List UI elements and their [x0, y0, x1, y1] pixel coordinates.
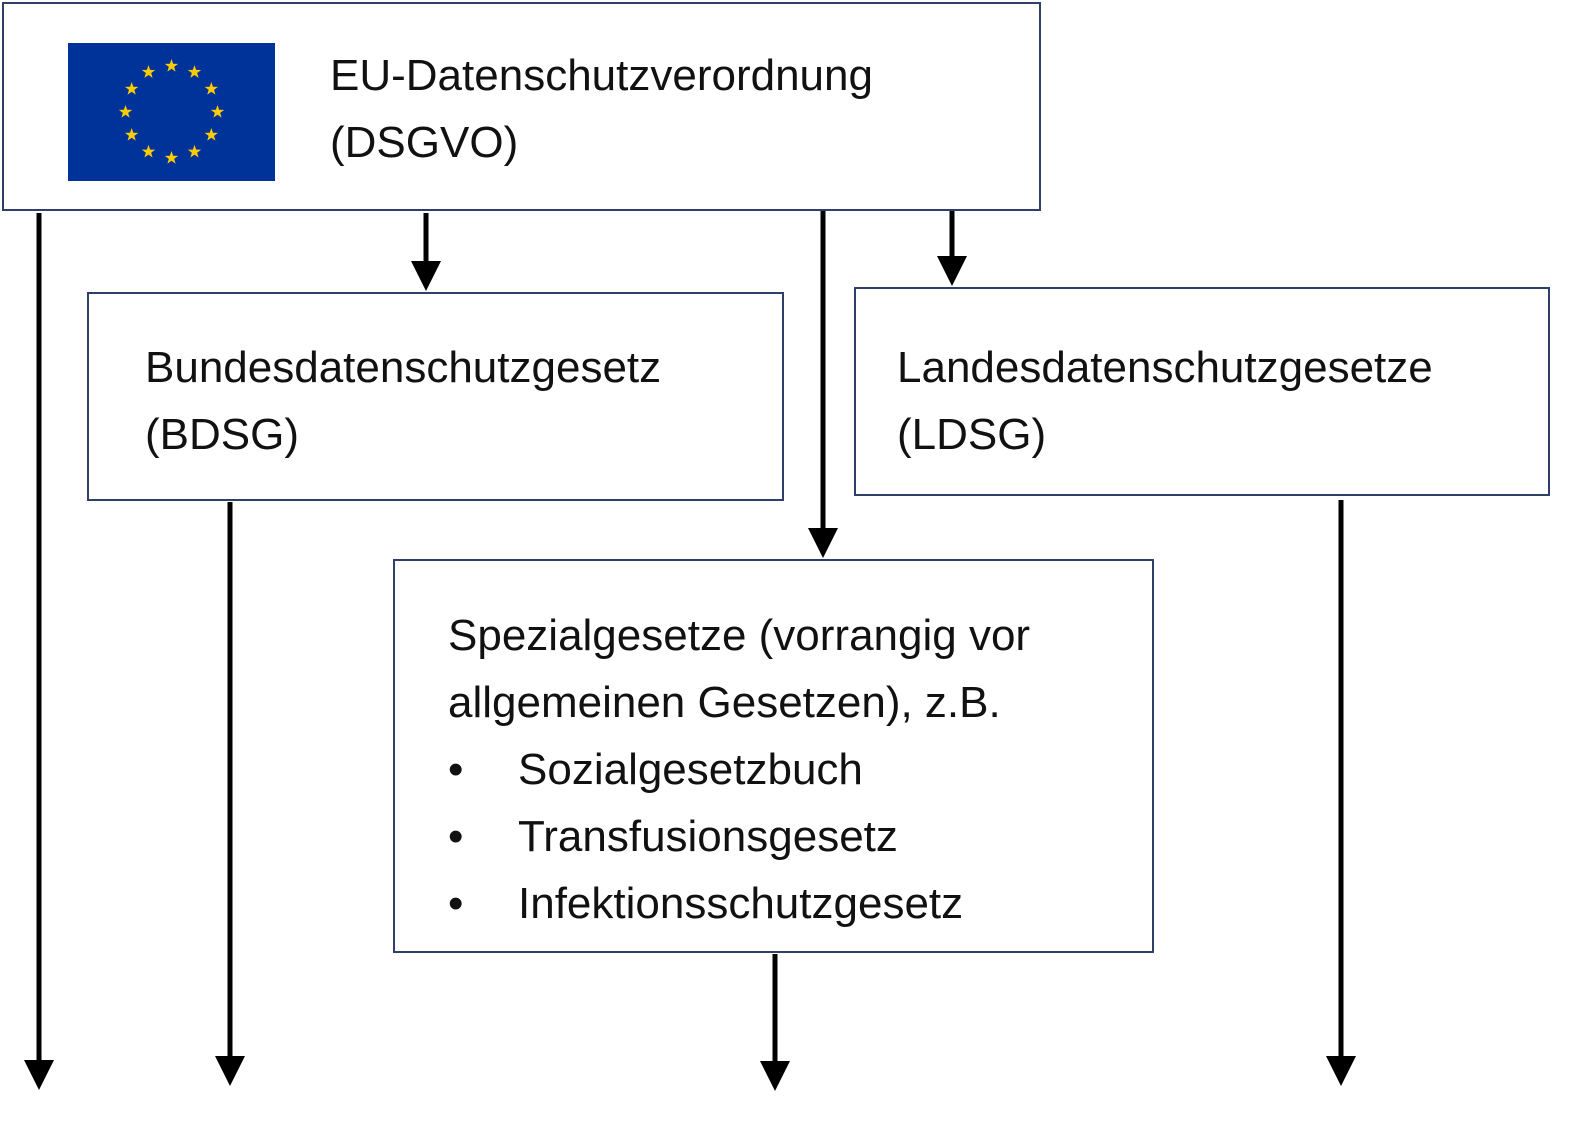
list-item: Sozialgesetzbuch	[448, 736, 1030, 803]
star-icon	[210, 105, 225, 118]
star-icon	[125, 82, 139, 95]
eu-flag-icon	[68, 43, 275, 181]
bdsg-title: Bundesdatenschutzgesetz (BDSG)	[145, 334, 661, 468]
list-item: Transfusionsgesetz	[448, 803, 1030, 870]
star-icon	[141, 65, 156, 78]
special-laws-subheading: allgemeinen Gesetzen), z.B.	[448, 678, 1001, 727]
list-item: Infektionsschutzgesetz	[448, 870, 1030, 937]
star-icon	[187, 144, 202, 158]
bdsg-name: Bundesdatenschutzgesetz	[145, 343, 662, 392]
bdsg-box	[87, 292, 784, 501]
star-icon	[204, 82, 218, 95]
star-icon	[141, 144, 156, 158]
ldsg-title: Landesdatenschutzgesetze (LDSG)	[897, 334, 1433, 468]
special-laws-heading: Spezialgesetze (vorrangig vor	[448, 611, 1031, 660]
special-laws-list: Sozialgesetzbuch Transfusionsgesetz Infe…	[448, 736, 1030, 937]
ldsg-box	[854, 287, 1550, 496]
ldsg-abbrev: (LDSG)	[897, 410, 1047, 459]
star-icon	[204, 128, 218, 141]
dsgvo-abbrev: (DSGVO)	[330, 118, 519, 167]
ldsg-name: Landesdatenschutzgesetze	[897, 343, 1433, 392]
special-laws-content: Spezialgesetze (vorrangig vor allgemeine…	[448, 602, 1030, 937]
star-icon	[118, 105, 133, 118]
bdsg-abbrev: (BDSG)	[145, 410, 299, 459]
star-icon	[164, 151, 179, 164]
star-icon	[187, 65, 202, 78]
dsgvo-name: EU-Datenschutzverordnung	[330, 51, 873, 100]
star-icon	[164, 59, 179, 72]
dsgvo-title: EU-Datenschutzverordnung (DSGVO)	[330, 42, 873, 176]
star-icon	[125, 128, 139, 141]
